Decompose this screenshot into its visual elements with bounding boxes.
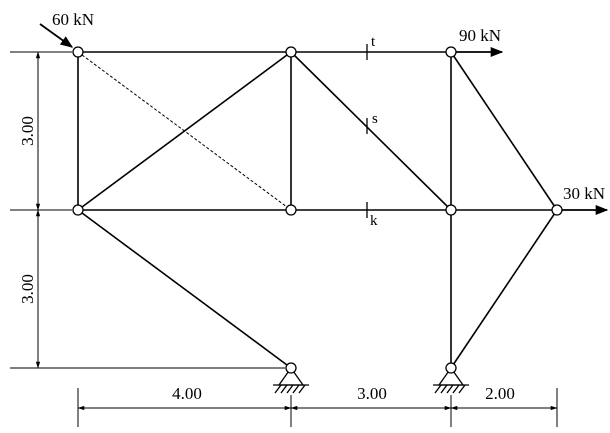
pin-support-right xyxy=(433,366,469,394)
load-label-60kn: 60 kN xyxy=(52,10,94,29)
dimension-vertical-lower: 3.00 xyxy=(18,274,37,304)
section-label-t: t xyxy=(371,34,376,50)
joint xyxy=(285,204,297,216)
dimension-horizontal-1: 4.00 xyxy=(172,384,202,403)
joint xyxy=(445,204,457,216)
section-label-k: k xyxy=(370,213,378,229)
load-label-90kn: 90 kN xyxy=(459,26,501,45)
vertical-dimension-lines xyxy=(10,51,285,369)
load-arrow-top-left xyxy=(39,23,74,48)
pin-support-left xyxy=(273,366,309,394)
joint xyxy=(285,46,297,58)
dimension-vertical-upper: 3.00 xyxy=(18,116,37,146)
horizontal-dimension-lines xyxy=(77,388,558,427)
dimension-horizontal-3: 2.00 xyxy=(485,384,515,403)
joint xyxy=(72,46,84,58)
joint xyxy=(72,204,84,216)
load-label-30kn: 30 kN xyxy=(563,184,605,203)
dimension-horizontal-2: 3.00 xyxy=(357,384,387,403)
joint xyxy=(285,362,297,374)
member-dashed-diagonal xyxy=(77,51,292,211)
member-outer-upper xyxy=(450,51,558,211)
joint xyxy=(445,46,457,58)
joint xyxy=(445,362,457,374)
joint xyxy=(551,204,563,216)
load-arrows xyxy=(39,23,609,216)
section-label-s: s xyxy=(372,111,378,127)
member-lower-left xyxy=(77,209,292,369)
truss-members xyxy=(77,51,558,369)
member-outer-lower xyxy=(450,209,558,369)
member-diagonal-right xyxy=(290,51,452,211)
